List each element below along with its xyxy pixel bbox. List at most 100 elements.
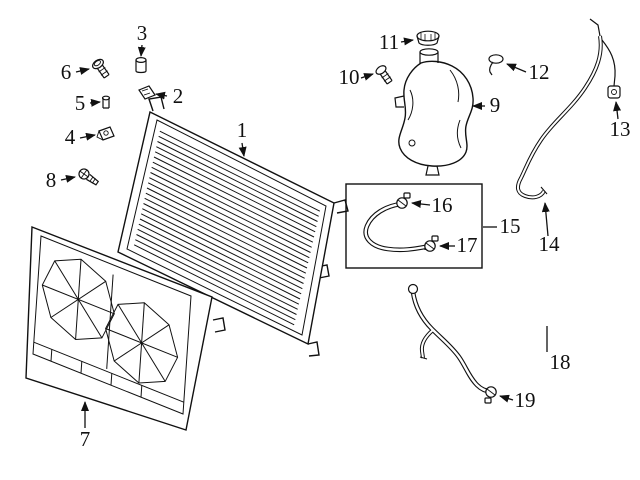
reservoir-cap-part-11 [416,30,440,46]
callout-12-label: 12 [529,60,550,84]
clip-part-2 [138,85,156,100]
callout-18: 18 [546,326,571,374]
cap-skirt [416,35,440,46]
radiator-fin-line [145,198,305,278]
hose-outline [363,201,426,253]
cap-knurl [420,33,436,41]
fan-opening-left [40,245,117,354]
reservoir-body [398,60,474,167]
callout-11-label: 11 [379,30,399,54]
pin-part-5 [101,95,111,109]
radiator-fin-line [135,240,295,320]
screw-shaft [86,173,100,186]
reservoir-neck-opening [419,48,439,56]
reservoir-bracket-left [394,95,405,108]
hose-core [411,291,495,393]
shroud-rail-tick [51,349,52,361]
callout-10: 10 [339,65,374,89]
shroud-outer-frame [25,225,213,431]
bolt-threads [98,67,108,76]
fan-right-brace [106,329,178,358]
clip-body [138,85,156,100]
callout-8-label: 8 [46,168,57,192]
leader-line [238,142,247,157]
clamp-part-19 [484,386,497,404]
clamp-screw [484,397,492,404]
callout-13-label: 13 [610,117,631,141]
reservoir-bracket-bottom [425,165,440,176]
leader-line [499,394,514,403]
clip-hole [611,89,617,95]
callout-5-label: 5 [75,91,86,115]
callout-18-label: 18 [550,350,571,374]
hose-part-18 [407,283,495,394]
screw-threads [89,176,96,184]
leader-line [137,44,146,57]
callout-6-label: 6 [61,60,72,84]
clamp-band [486,388,496,396]
shroud-bottom-rail [34,342,184,402]
callout-9: 9 [472,93,500,117]
callout-16: 16 [411,193,453,217]
fan-shroud-part-7 [25,225,213,431]
clip-part-4 [96,126,115,141]
leader-line [613,101,622,120]
callout-13: 13 [610,101,631,141]
clip-detail [96,130,104,141]
reservoir-rib [407,69,462,149]
shroud-inner-frame [32,235,192,415]
leader-line [541,202,550,237]
callout-5: 5 [75,91,101,115]
stud-top [135,56,147,63]
leader-line [400,37,414,46]
shroud-rail-tick [81,361,82,373]
radiator-fin-line [152,167,312,247]
callouts: 1 2 3 4 5 6 7 8 [46,21,631,451]
bolt-head [375,65,387,75]
bolt-shaft [96,64,110,79]
clamp-screw [403,192,411,199]
leader-line [155,91,168,100]
radiator-fin-line [146,193,306,273]
hose-branch-end-cap [419,356,428,360]
bolt-shaft [379,70,393,85]
clamp-band [425,242,435,250]
radiator-fin-line [138,229,298,309]
radiator-fin-line [158,142,318,222]
callout-8: 8 [46,168,76,192]
callout-16-label: 16 [432,193,453,217]
clip-body [98,126,115,141]
callout-17: 17 [439,233,478,257]
leader-line [75,67,90,75]
radiator-fin-line [154,157,314,237]
hose-end-cap [540,186,548,195]
callout-1: 1 [237,118,248,157]
bolt-head-top [93,60,101,67]
radiator-fin-line [140,219,300,299]
fan-left-brace [42,285,114,314]
leader-line [506,63,527,73]
radiator-fin-line [153,162,313,242]
hose-branch-line [601,39,616,87]
callout-4-label: 4 [65,125,76,149]
clip-part-13 [607,85,621,99]
radiator-fin-line [147,188,307,268]
radiator-foot-middle [212,317,226,333]
radiator-fin-line [160,131,320,211]
callout-3: 3 [137,21,147,57]
clamp-part-17 [424,235,439,252]
radiator-fin-line [148,183,308,263]
callout-10-label: 10 [339,65,360,89]
callout-12: 12 [506,60,550,84]
callout-1-label: 1 [237,118,248,142]
callout-7: 7 [80,401,90,451]
radiator-fin-line [155,152,315,232]
leader-line [79,132,96,141]
radiator-tab-top-left [148,96,165,112]
callout-6: 6 [61,60,90,84]
leader-line [60,174,76,183]
shroud-rail-tick [141,385,142,397]
cap-top [416,30,440,42]
